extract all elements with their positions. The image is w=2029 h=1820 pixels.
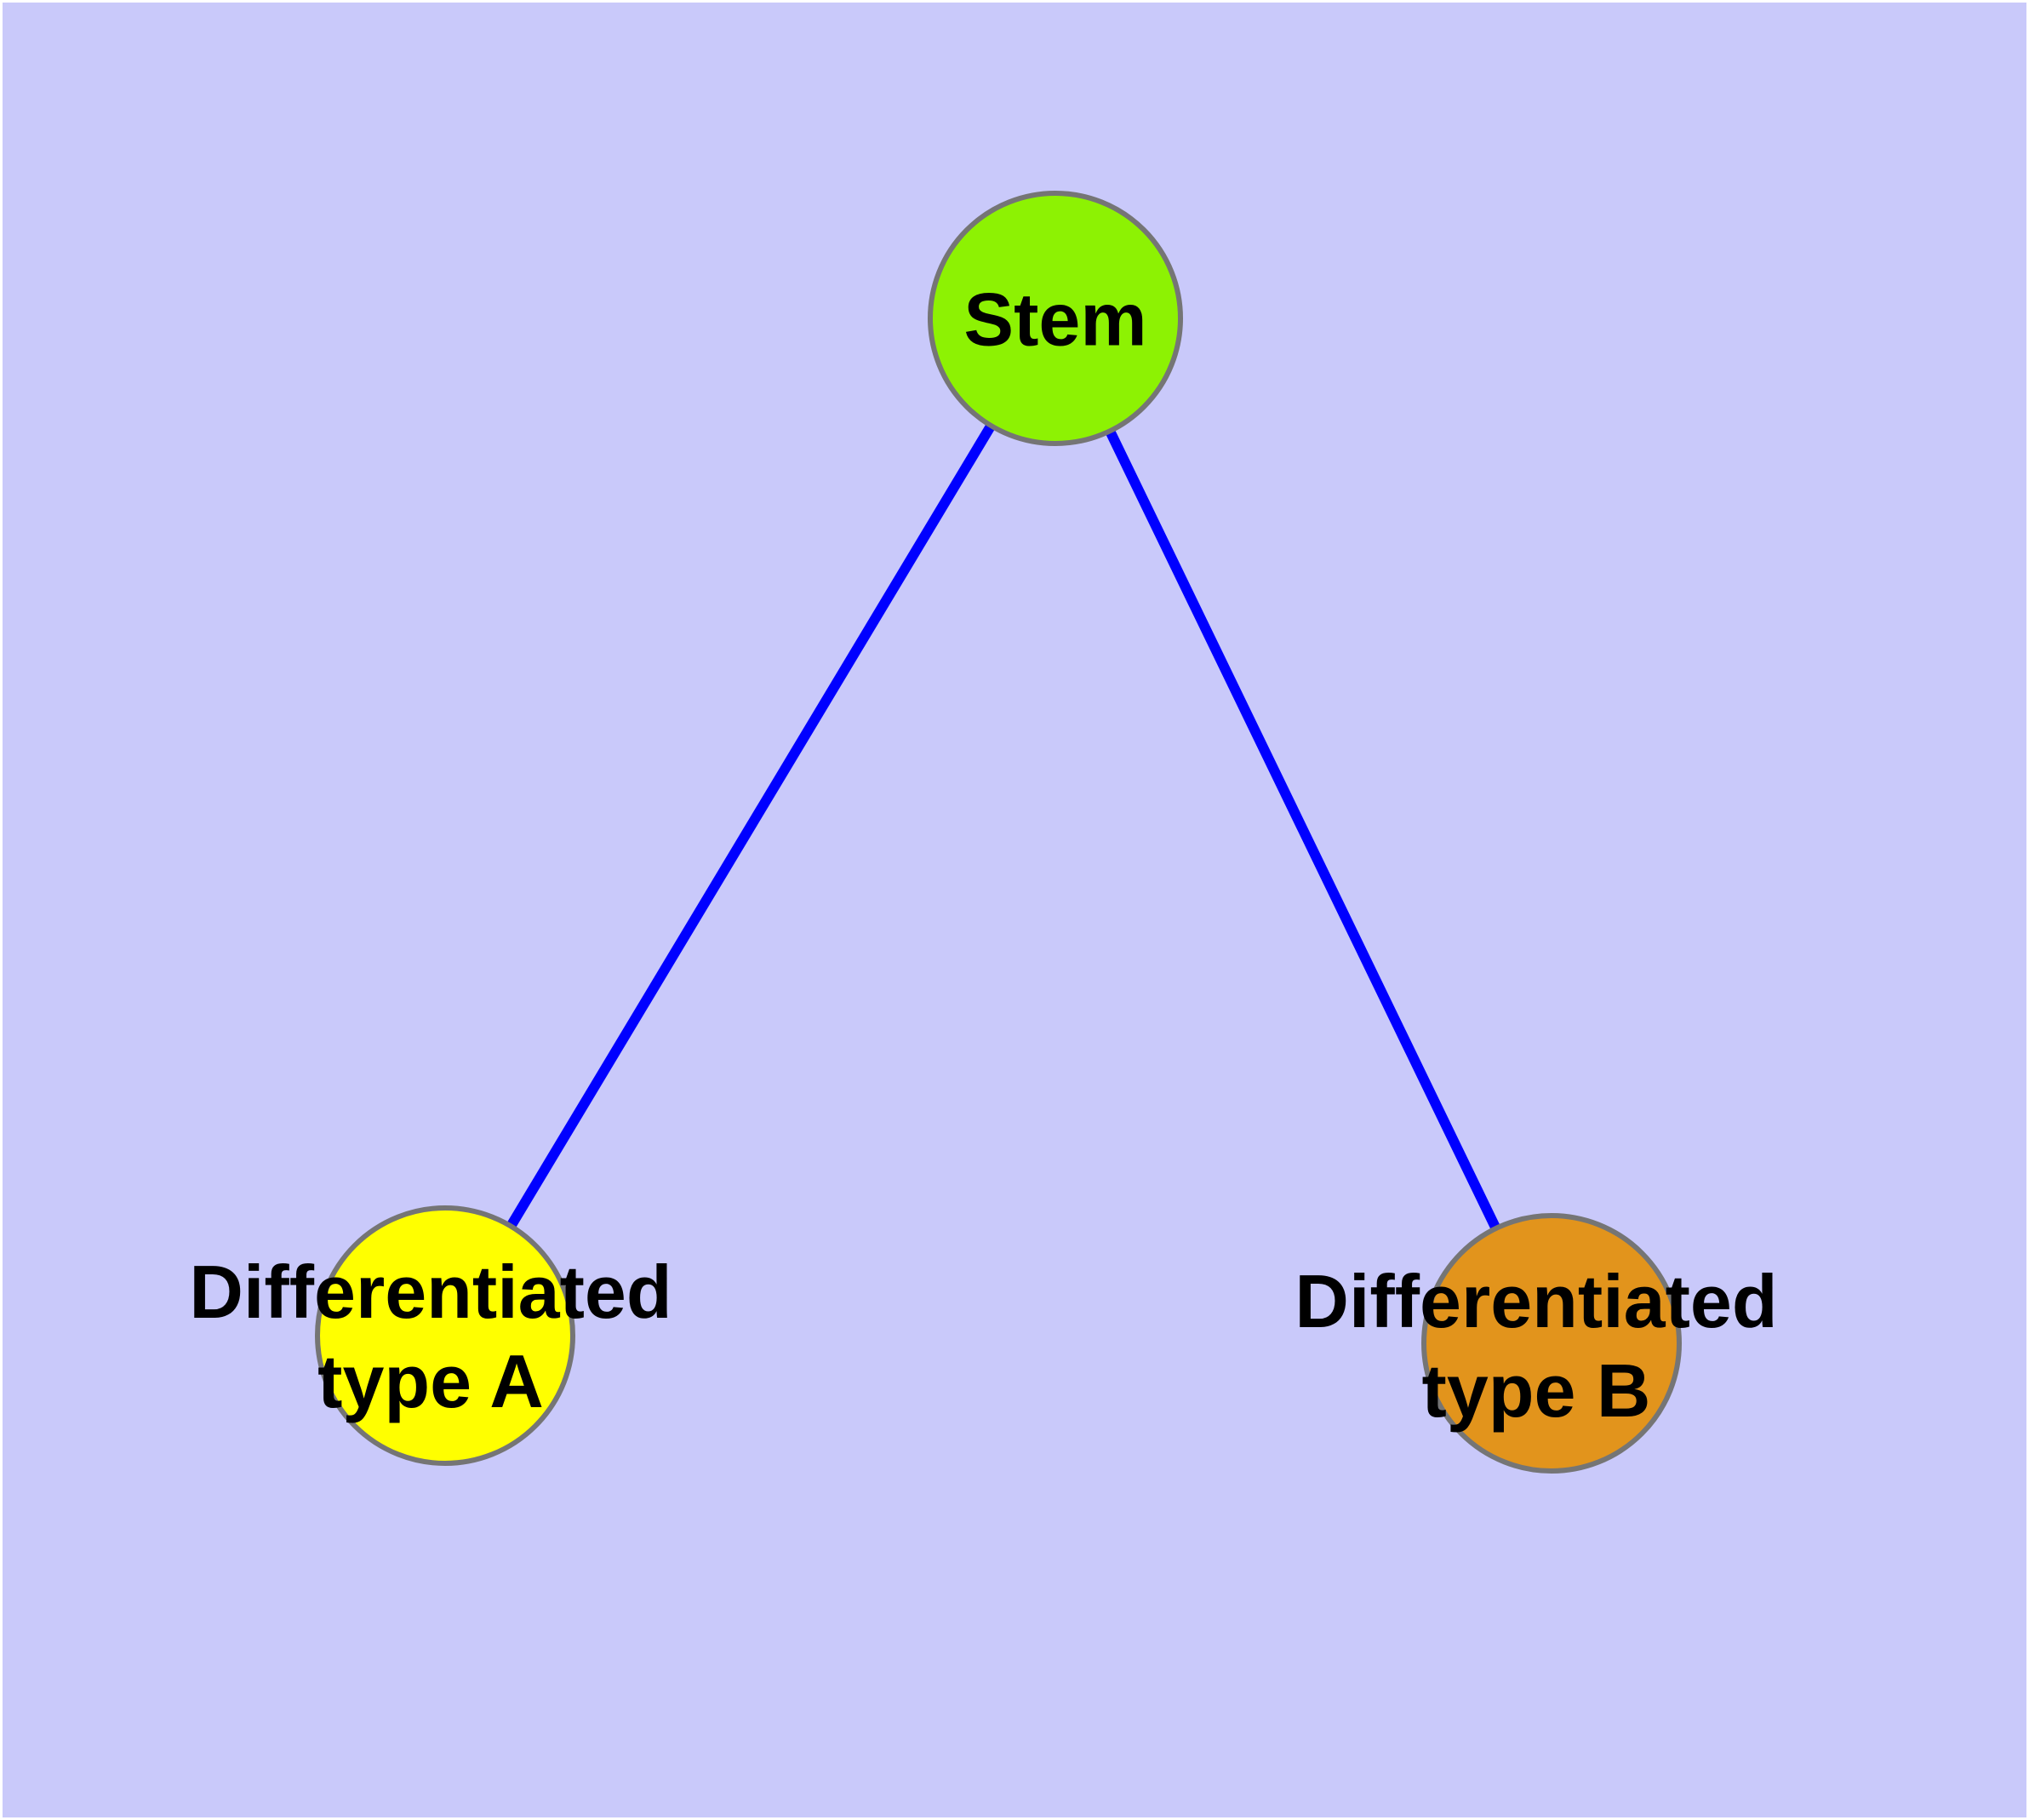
- node-type-b-label: Differentiated type B: [1295, 1256, 1777, 1435]
- edges-layer: [440, 315, 1557, 1346]
- node-type-a-label-line1: Differentiated: [189, 1250, 672, 1334]
- node-differentiated-type-a-circle: [315, 1205, 575, 1466]
- node-differentiated-type-b-circle: [1421, 1213, 1682, 1474]
- edge-stem-to-type-a: [440, 315, 1060, 1339]
- node-type-a-label: Differentiated type A: [189, 1247, 672, 1426]
- edge-stem-to-type-b: [1050, 316, 1557, 1346]
- node-stem-circle: [928, 191, 1183, 446]
- node-stem-label: Stem: [963, 277, 1147, 362]
- node-type-b-label-line2: type B: [1421, 1348, 1651, 1433]
- node-type-b-label-line1: Differentiated: [1295, 1259, 1778, 1343]
- node-type-a-label-line2: type A: [317, 1339, 544, 1423]
